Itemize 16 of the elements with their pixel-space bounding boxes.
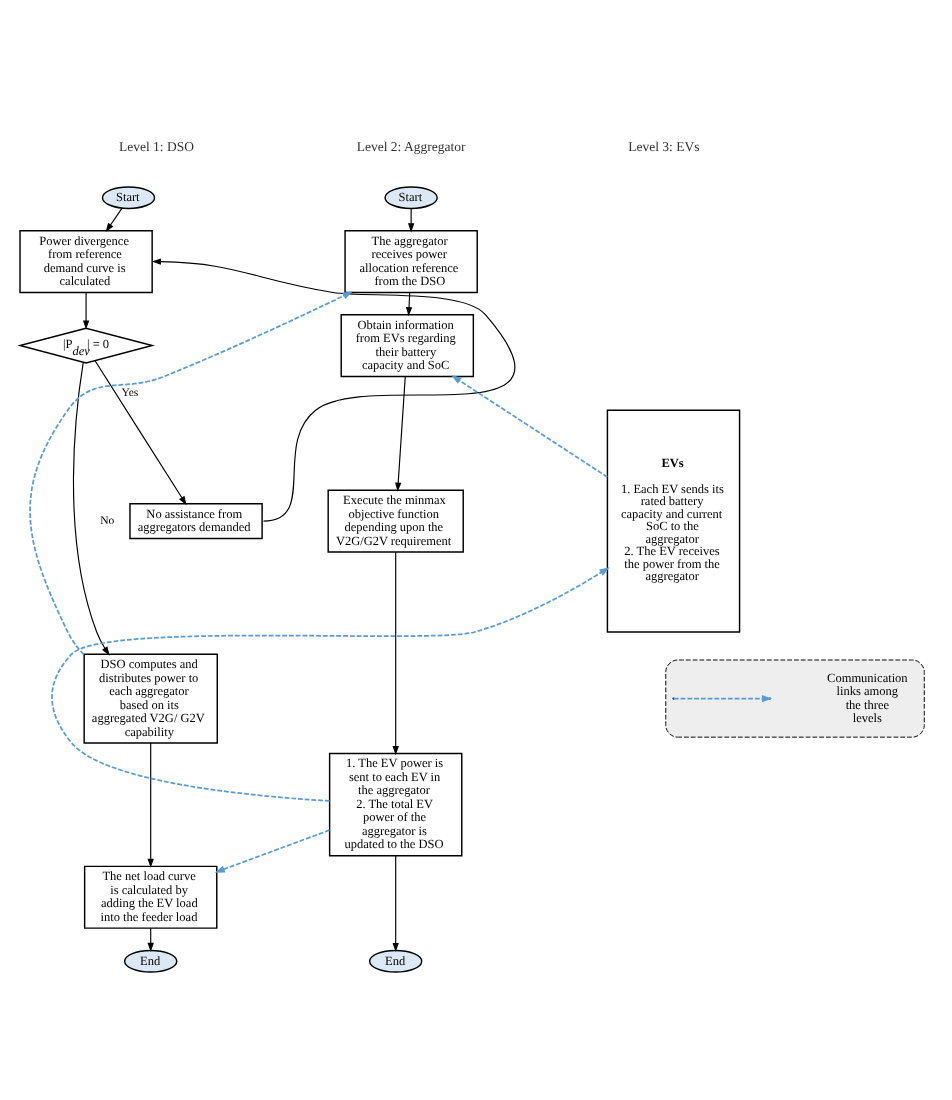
arrow xyxy=(407,207,415,232)
node-box xyxy=(665,658,925,737)
arrow xyxy=(405,291,413,316)
arrow xyxy=(72,360,110,655)
arrow xyxy=(94,359,187,505)
arrow xyxy=(214,828,331,872)
arrow xyxy=(82,291,90,329)
arrow xyxy=(392,854,399,952)
arrow xyxy=(395,375,406,491)
arrow xyxy=(51,566,610,801)
arrow xyxy=(392,550,399,755)
arrow xyxy=(151,257,516,521)
arrow xyxy=(451,374,609,477)
arrow xyxy=(29,290,353,655)
arrow xyxy=(105,206,123,232)
arrow xyxy=(147,741,154,867)
